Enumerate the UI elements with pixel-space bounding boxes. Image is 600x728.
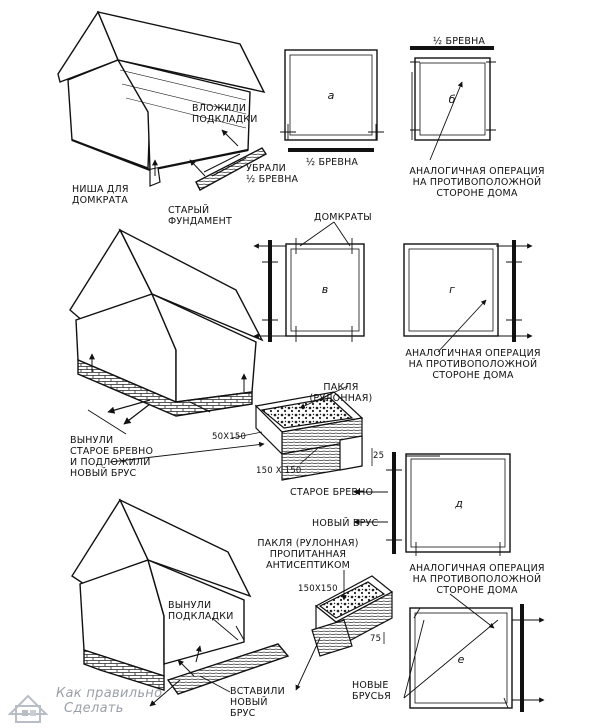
plan-d — [353, 452, 511, 556]
label-tow-rolled: ПАКЛЯ (РУЛОННАЯ) — [309, 382, 373, 404]
label-inserted-new-beam: ВСТАВИЛИ НОВЫЙ БРУС — [230, 686, 285, 719]
label-dim-75: 75 — [370, 634, 382, 644]
leader-took-out — [87, 409, 127, 435]
house-3-foundation — [83, 649, 165, 691]
label-jacks: ДОМКРАТЫ — [314, 212, 372, 223]
house-3-wall-side — [146, 558, 245, 665]
label-same-op-3: АНАЛОГИЧНАЯ ОПЕРАЦИЯ НА ПРОТИВОПОЛОЖНОЙ … — [409, 563, 545, 596]
plan-e — [403, 593, 545, 712]
plan-label-e: е — [457, 653, 465, 666]
plan-label-g: г — [449, 283, 455, 296]
house-1-roof-gable — [57, 10, 119, 83]
beam-detail-2 — [295, 570, 394, 691]
watermark-logo — [7, 694, 49, 723]
beam-detail-1 — [231, 385, 373, 481]
plan-label-a: а — [327, 89, 335, 102]
label-took-out-old-log: ВЫНУЛИ СТАРОЕ БРЕВНО И ПОДЛОЖИЛИ НОВЫЙ Б… — [70, 435, 154, 479]
house-1-illustration — [57, 10, 268, 191]
watermark-text: Как правильно Сделать — [56, 686, 162, 716]
plan-b — [410, 46, 496, 161]
leader-inserted — [199, 675, 231, 693]
house-3-new-beam — [166, 643, 290, 695]
label-same-op-1: АНАЛОГИЧНАЯ ОПЕРАЦИЯ НА ПРОТИВОПОЛОЖНОЙ … — [409, 166, 545, 199]
house-2-foundation — [77, 358, 253, 417]
plan-label-b: б — [448, 93, 456, 106]
leader-old-log — [109, 441, 265, 463]
label-new-beams: НОВЫЕ БРУСЬЯ — [352, 680, 391, 702]
label-tow-impregnated: ПАКЛЯ (РУЛОННАЯ) ПРОПИТАННАЯ АНТИСЕПТИКО… — [257, 538, 359, 571]
label-new-beam: НОВЫЙ БРУС — [312, 518, 379, 529]
house-2-illustration — [69, 228, 264, 425]
plan-label-v: в — [321, 283, 329, 296]
label-old-log: СТАРОЕ БРЕВНО — [290, 487, 374, 498]
label-dim-50x150: 50x150 — [212, 432, 247, 442]
plan-v — [253, 221, 365, 342]
label-half-log-top: ½ БРЕВНА — [432, 36, 486, 47]
label-jack-niche: НИША ДЛЯ ДОМКРАТА — [72, 184, 129, 206]
plan-a — [280, 49, 384, 152]
watermark-line-1: Как правильно — [56, 686, 163, 701]
house-3-illustration — [71, 498, 290, 707]
plan-label-d: д — [455, 497, 463, 510]
label-dim-150x150-2: 150x150 — [298, 584, 338, 594]
label-put-shims: ВЛОЖИЛИ ПОДКЛАДКИ — [192, 103, 258, 125]
label-took-out-shims: ВЫНУЛИ ПОДКЛАДКИ — [168, 600, 234, 622]
label-dim-150x150-1: 150 x 150 — [256, 466, 302, 476]
house-1-log-removed — [195, 147, 268, 191]
label-dim-25: 25 — [373, 451, 385, 461]
label-removed-half-logs: УБРАЛИ ½ БРЕВНА — [246, 163, 299, 185]
watermark-line-2: Сделать — [64, 701, 124, 716]
plan-g — [403, 240, 533, 353]
label-same-op-2: АНАЛОГИЧНАЯ ОПЕРАЦИЯ НА ПРОТИВОПОЛОЖНОЙ … — [405, 348, 541, 381]
label-half-log-bottom: ½ БРЕВНА — [305, 157, 359, 168]
label-old-foundation: СТАРЫЙ ФУНДАМЕНТ — [168, 205, 232, 227]
